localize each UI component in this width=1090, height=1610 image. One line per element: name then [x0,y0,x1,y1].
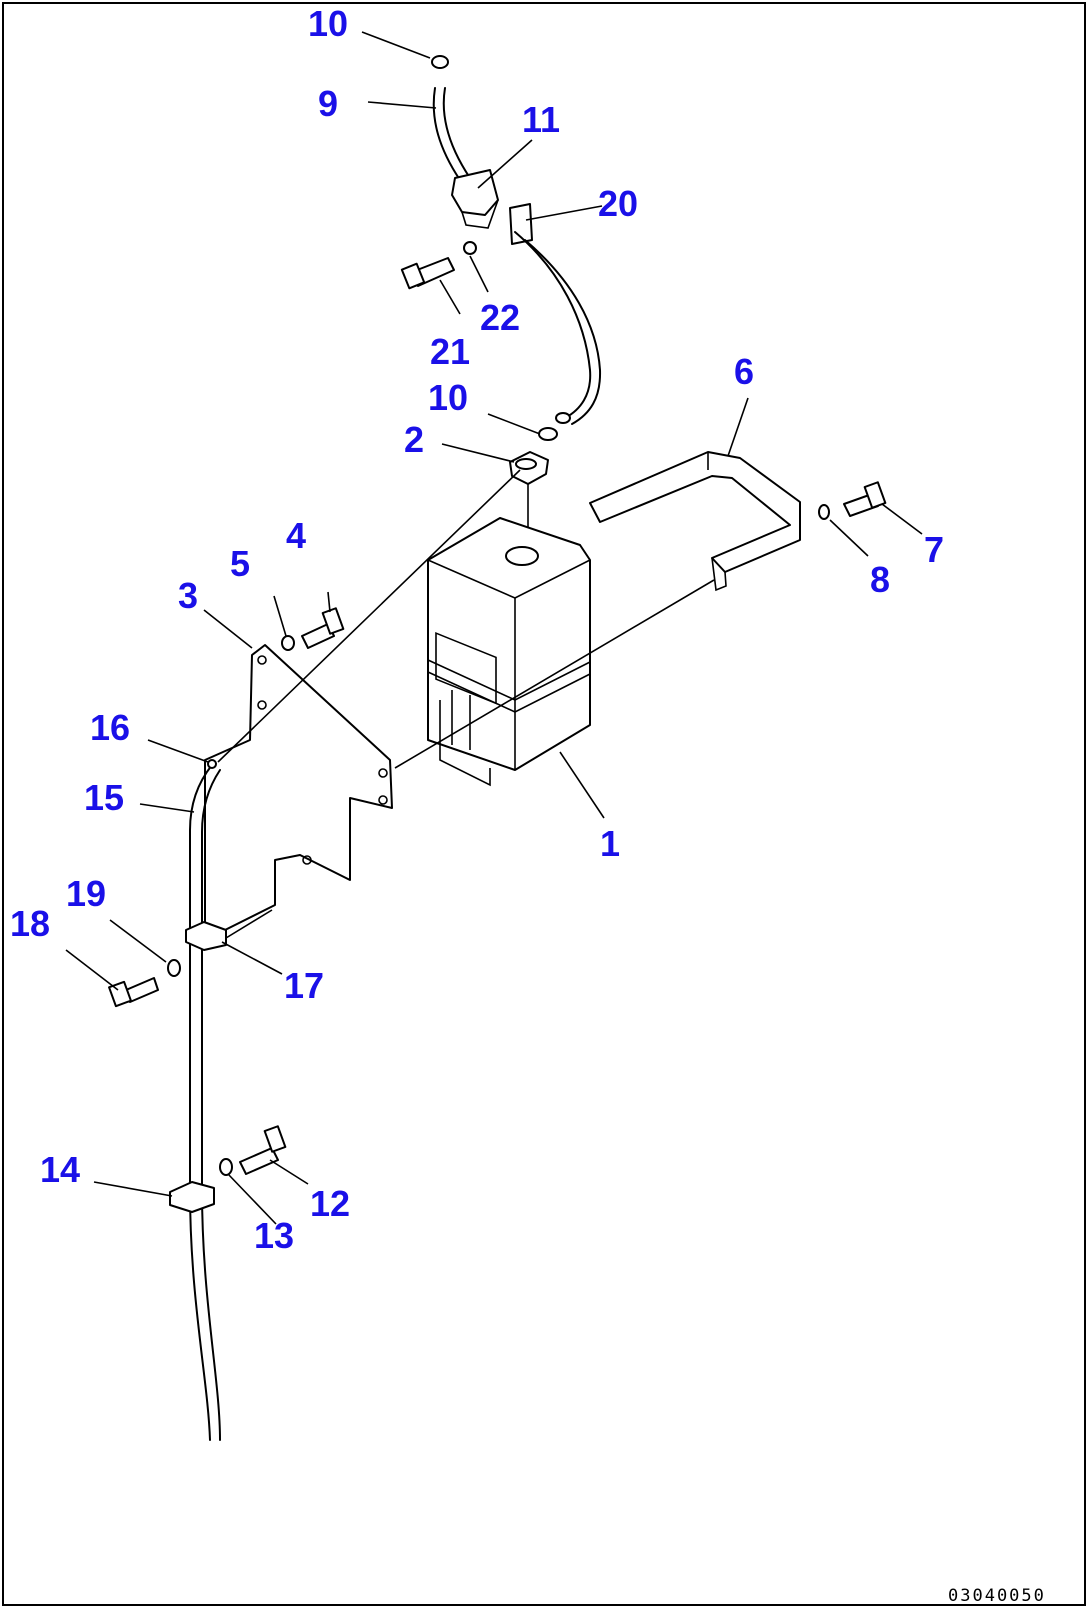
bolt-7 [843,481,887,517]
washer-13 [219,1158,233,1176]
callout-3: 3 [178,575,198,616]
clip-10-mid [538,427,558,441]
washer-19 [167,959,181,977]
callout-10-top: 10 [308,3,348,44]
callout-14: 14 [40,1149,80,1190]
callout-16: 16 [90,707,130,748]
cap-2 [509,451,549,540]
clip-end [555,412,571,424]
bolt-12 [239,1125,287,1175]
bracket-20 [509,203,533,245]
washer-8 [818,504,830,520]
plate-3 [204,644,393,941]
callout-10-mid: 10 [428,377,468,418]
clamp-14 [169,1181,215,1213]
callout-2: 2 [404,419,424,460]
band-6 [589,451,801,592]
callout-20: 20 [598,183,638,224]
callout-9: 9 [318,83,338,124]
callout-22: 22 [480,297,520,338]
callout-18: 18 [10,903,50,944]
assembly-lines [217,469,715,939]
tank-1 [427,517,591,787]
washer-22 [463,241,477,255]
callout-8: 8 [870,559,890,600]
callout-13: 13 [254,1215,294,1256]
clip-10-top [431,55,449,69]
drawing-code: 03040050 [948,1586,1046,1606]
clamp-11 [451,169,499,229]
hose-upper-lower-segment [514,231,602,425]
callout-7: 7 [924,529,944,570]
clip-16 [207,759,217,769]
callout-15: 15 [84,777,124,818]
callout-21: 21 [430,331,470,372]
callout-19: 19 [66,873,106,914]
hose-15 [189,759,221,1441]
callout-17: 17 [284,965,324,1006]
callout-11: 11 [522,99,560,140]
leader-lines [65,31,923,1225]
callout-4: 4 [286,515,306,556]
washer-5 [281,635,295,651]
callout-6: 6 [734,351,754,392]
callouts: 10 9 11 20 22 21 10 2 6 7 8 4 5 3 16 15 … [10,3,944,1256]
bolt-4 [301,607,345,649]
bolt-18 [108,977,159,1008]
bolt-21 [400,257,455,290]
callout-12: 12 [310,1183,350,1224]
callout-1: 1 [600,823,620,864]
callout-5: 5 [230,543,250,584]
